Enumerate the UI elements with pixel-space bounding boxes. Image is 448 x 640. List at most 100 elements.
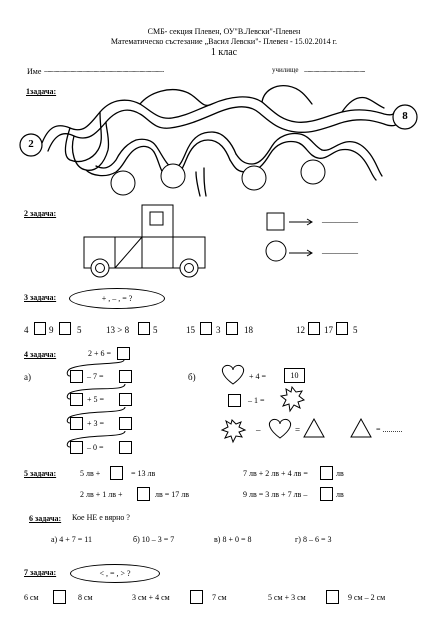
heart-plus-eq: + 4 = [249, 372, 267, 381]
task3-item2-b: 5 [153, 325, 158, 335]
chain-result-2[interactable] [119, 393, 132, 406]
triangle-icon [303, 417, 325, 438]
task4-top-box[interactable] [117, 347, 130, 360]
chain-op-3: + 3 = [87, 419, 105, 428]
task3-item4-a: 12 [296, 325, 305, 335]
minus-one-box[interactable] [228, 394, 241, 407]
heart-icon-2 [268, 418, 292, 439]
task3-item4-c: 5 [353, 325, 358, 335]
task7-hint-oval: < , = , > ? [70, 564, 160, 583]
task7-item1-a: 6 см [24, 593, 39, 602]
squares-answer-blank[interactable]: ________ [322, 214, 358, 224]
chain-box-4[interactable] [70, 441, 83, 454]
task5-r2-c: 9 лв = 3 лв + 7 лв – [243, 490, 308, 499]
chain-op-1: – 7 = [87, 372, 104, 381]
chain-op-4: – 0 = [87, 443, 104, 452]
task5-r2-a: 2 лв + 1 лв + [80, 490, 123, 499]
chain-op-2: + 5 = [87, 395, 105, 404]
task3-item1-box2[interactable] [59, 322, 71, 335]
name-field[interactable]: ........................................… [44, 66, 164, 74]
name-label: Име [27, 67, 42, 76]
task3-item3-a: 15 [186, 325, 195, 335]
triangle-answer-blank[interactable]: = .......... [376, 425, 403, 434]
chain-box-3[interactable] [70, 417, 83, 430]
task3-item3-box1[interactable] [200, 322, 212, 335]
task4-label: 4 задача: [24, 350, 57, 359]
task3-item2-a: 13 > 8 [106, 325, 130, 335]
school-field[interactable]: ........................................… [304, 66, 366, 74]
task6-question: Кое НЕ е вярно ? [72, 513, 130, 522]
task3-hint-oval: + , – , = ? [69, 288, 165, 309]
shape-equals-sign: = [295, 425, 301, 435]
task5-r1-a: 5 лв + [80, 469, 101, 478]
chain-result-3[interactable] [119, 417, 132, 430]
heart-result-box: 10 [284, 368, 305, 383]
task7-item1-b: 8 см [78, 593, 93, 602]
circle-count-box [266, 241, 286, 261]
chain-box-2[interactable] [70, 393, 83, 406]
chain-result-4[interactable] [119, 441, 132, 454]
task5-r1-d: лв [336, 469, 344, 478]
task6-option-c[interactable]: в) 8 + 0 = 8 [214, 535, 252, 544]
task6-label: 6 задача: [29, 514, 62, 523]
heart-icon [221, 364, 245, 385]
task4-top-eq: 2 + 6 = [88, 349, 112, 358]
task4-part-a: а) [24, 372, 31, 382]
task3-item3-b: 3 [216, 325, 221, 335]
maze-answer-circle-1[interactable] [111, 171, 135, 195]
chain-result-1[interactable] [119, 370, 132, 383]
header-line1: СМБ- секция Плевен, ОУ"В.Левски"-Плевен [147, 27, 301, 36]
task2-label: 2 задача: [24, 209, 57, 218]
task5-r2-b: лв = 17 лв [155, 490, 190, 499]
maze-answer-circle-2[interactable] [161, 164, 185, 188]
maze-answer-circle-4[interactable] [301, 160, 325, 184]
chain-box-1[interactable] [70, 370, 83, 383]
circles-answer-blank[interactable]: ________ [322, 245, 358, 255]
maze-start-number: 2 [28, 138, 34, 150]
task5-label: 5 задача: [24, 469, 57, 478]
task7-item2-box[interactable] [190, 590, 203, 604]
school-label: училище [272, 66, 299, 74]
star-burst-icon-2 [220, 419, 247, 444]
task7-item3-b: 9 см – 2 см [348, 593, 386, 602]
task5-r1-right-box[interactable] [320, 466, 333, 480]
maze-answer-circle-3[interactable] [242, 166, 266, 190]
task6-option-a[interactable]: а) 4 + 7 = 11 [51, 535, 92, 544]
task6-option-d[interactable]: г) 8 – 6 = 3 [295, 535, 332, 544]
shape-minus-sign: – [256, 425, 261, 435]
task3-item4-box2[interactable] [336, 322, 348, 335]
task3-item2-box[interactable] [138, 322, 150, 335]
task5-r1-c: 7 лв + 2 лв + 4 лв = [243, 469, 308, 478]
task7-item1-box[interactable] [53, 590, 66, 604]
task7-item3-box[interactable] [326, 590, 339, 604]
task5-r2-d: лв [336, 490, 344, 499]
task5-r2-right-box[interactable] [320, 487, 333, 501]
task5-r1-b: = 13 лв [131, 469, 156, 478]
task6-option-b[interactable]: б) 10 – 3 = 7 [133, 535, 175, 544]
task3-item1-b: 9 [49, 325, 54, 335]
task3-item3-c: 18 [244, 325, 253, 335]
task3-item1-box1[interactable] [34, 322, 46, 335]
task3-item4-b: 17 [324, 325, 333, 335]
task7-item2-a: 3 см + 4 см [132, 593, 170, 602]
task4-part-b: б) [188, 372, 196, 382]
task3-label: 3 задача: [24, 293, 57, 302]
minus-one-eq: – 1 = [248, 396, 265, 405]
square-count-box [267, 213, 284, 230]
task3-item4-box1[interactable] [308, 322, 320, 335]
task1-label: 1задача: [26, 87, 57, 96]
triangle-icon-2 [350, 417, 372, 438]
task3-item1-c: 5 [77, 325, 82, 335]
task5-r1-box[interactable] [110, 466, 123, 480]
task5-r2-box[interactable] [137, 487, 150, 501]
task7-label: 7 задача: [24, 568, 57, 577]
star-burst-icon [279, 385, 306, 413]
maze-end-number: 8 [402, 110, 408, 122]
task3-item3-box2[interactable] [226, 322, 238, 335]
header-line2: Математическо състезание „Васил Левски"-… [110, 37, 338, 46]
grade-title: 1 клас [210, 47, 238, 58]
